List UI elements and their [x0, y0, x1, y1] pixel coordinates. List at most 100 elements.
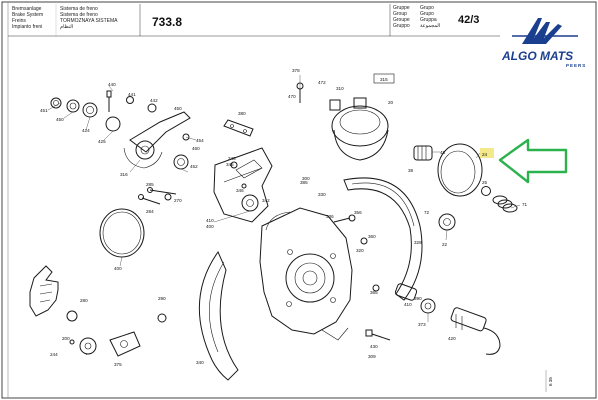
side-code: 6 35 — [548, 377, 553, 386]
bracket-315 — [373, 73, 395, 84]
callout-442: 442 — [150, 98, 158, 103]
bracket-380 — [223, 119, 254, 137]
callout-320: 320 — [356, 248, 364, 253]
callout-400: 400 — [114, 266, 122, 271]
pin-346 — [241, 183, 247, 189]
callout-316: 316 — [120, 172, 128, 177]
callout-460: 460 — [192, 146, 200, 151]
nut-441 — [126, 96, 134, 104]
callout-450b: 450 — [174, 106, 182, 111]
brake-shoe-330 — [343, 177, 423, 301]
callout-400b: 400 — [206, 224, 214, 229]
group-number: 42/3 — [458, 14, 479, 26]
callout-336: 336 — [326, 214, 334, 219]
dust-shield-340 — [198, 250, 239, 381]
group-sub-ru: Gruppa — [420, 17, 437, 23]
seal-ring-24 — [437, 143, 483, 197]
callout-71: 71 — [522, 202, 528, 207]
page-number: 733.8 — [152, 15, 182, 29]
pointer-arrow-icon — [498, 138, 568, 184]
callout-380: 380 — [238, 111, 246, 116]
hub-carrier — [259, 207, 353, 341]
callout-25: 25 — [482, 180, 488, 185]
callout-270: 270 — [174, 198, 182, 203]
callout-470: 470 — [288, 94, 296, 99]
callout-22: 22 — [442, 242, 448, 247]
bracket-375 — [109, 331, 141, 357]
callout-309: 309 — [368, 354, 376, 359]
callout-346: 346 — [236, 188, 244, 193]
callout-280: 280 — [80, 298, 88, 303]
group-label-it: Gruppo — [393, 23, 410, 29]
callout-244: 244 — [50, 352, 58, 357]
callout-345b: 345 — [228, 156, 236, 161]
callout-373: 373 — [418, 322, 426, 327]
callout-328: 328 — [414, 240, 422, 245]
callout-315: 315 — [380, 77, 388, 82]
callout-410: 410 — [206, 218, 214, 223]
header-label-it: Impianto freni — [12, 24, 42, 30]
callout-440: 440 — [108, 82, 116, 87]
callout-420: 420 — [448, 336, 456, 341]
callout-356: 356 — [354, 210, 362, 215]
header-label-ar: النظام — [60, 24, 73, 30]
callout-340: 340 — [196, 360, 204, 365]
bolt-440 — [106, 90, 112, 112]
callout-424: 424 — [82, 128, 90, 133]
highlight-callout-24 — [480, 148, 494, 158]
callout-385: 385 — [300, 180, 308, 185]
callout-375: 375 — [114, 362, 122, 367]
bolt-284 — [138, 194, 161, 205]
bolt-285 — [147, 187, 177, 195]
cap-25 — [481, 186, 491, 196]
group-label-de: Gruppe — [393, 5, 410, 11]
logo-mark-icon — [512, 18, 578, 44]
leader-lines — [47, 75, 521, 356]
header-label-en: Brake System — [12, 12, 43, 18]
axle-stub-420 — [450, 307, 501, 355]
cap-280 — [66, 310, 78, 322]
group-sub-ar: المجموعة — [420, 23, 440, 29]
callout-labels: 440 441 442 451 450 424 425 450 454 460 … — [40, 68, 528, 367]
callout-285: 285 — [146, 182, 154, 187]
callout-441: 441 — [128, 92, 136, 97]
callout-365: 365 — [370, 290, 378, 295]
callout-48: 48 — [440, 150, 446, 155]
piston-38 — [413, 145, 433, 161]
logo-wordmark: ALGO MATS — [501, 49, 573, 63]
lever-assembly-460 — [123, 111, 191, 169]
callout-345: 345 — [226, 162, 234, 167]
bolt-356 — [333, 214, 356, 223]
nut-360 — [360, 237, 368, 245]
logo-subtext: PEERS — [566, 63, 586, 68]
callout-38: 38 — [408, 168, 414, 173]
callout-430: 430 — [370, 344, 378, 349]
nut-345 — [230, 161, 238, 169]
group-sub-pt: Grupo — [420, 11, 434, 17]
header-label-es: Sistema de freno — [60, 6, 98, 12]
group-label-en: Group — [393, 11, 407, 17]
callout-290: 290 — [158, 296, 166, 301]
callout-450: 450 — [56, 117, 64, 122]
washer-442 — [147, 103, 157, 113]
header-block: Bremsanlage Brake System Freins Impianto… — [8, 4, 500, 37]
hand-symbol-icon — [29, 265, 59, 317]
header-label-de: Bremsanlage — [12, 6, 42, 12]
clip-290 — [157, 313, 167, 323]
callout-378: 378 — [292, 68, 300, 73]
callout-342: 342 — [262, 198, 270, 203]
callout-310: 310 — [336, 86, 344, 91]
nut-365 — [372, 284, 380, 292]
header-label-fr: Freins — [12, 18, 26, 24]
brake-chamber-20 — [329, 97, 389, 161]
callout-454: 454 — [196, 138, 204, 143]
brand-logo: ALGO MATS PEERS — [501, 18, 586, 68]
header-label-pt: Sistema de freno — [60, 12, 98, 18]
callout-360: 360 — [368, 234, 376, 239]
pin-200 — [69, 339, 75, 345]
callout-425: 425 — [98, 139, 106, 144]
callout-410b: 410 — [404, 302, 412, 307]
bolt-430 — [365, 329, 391, 341]
